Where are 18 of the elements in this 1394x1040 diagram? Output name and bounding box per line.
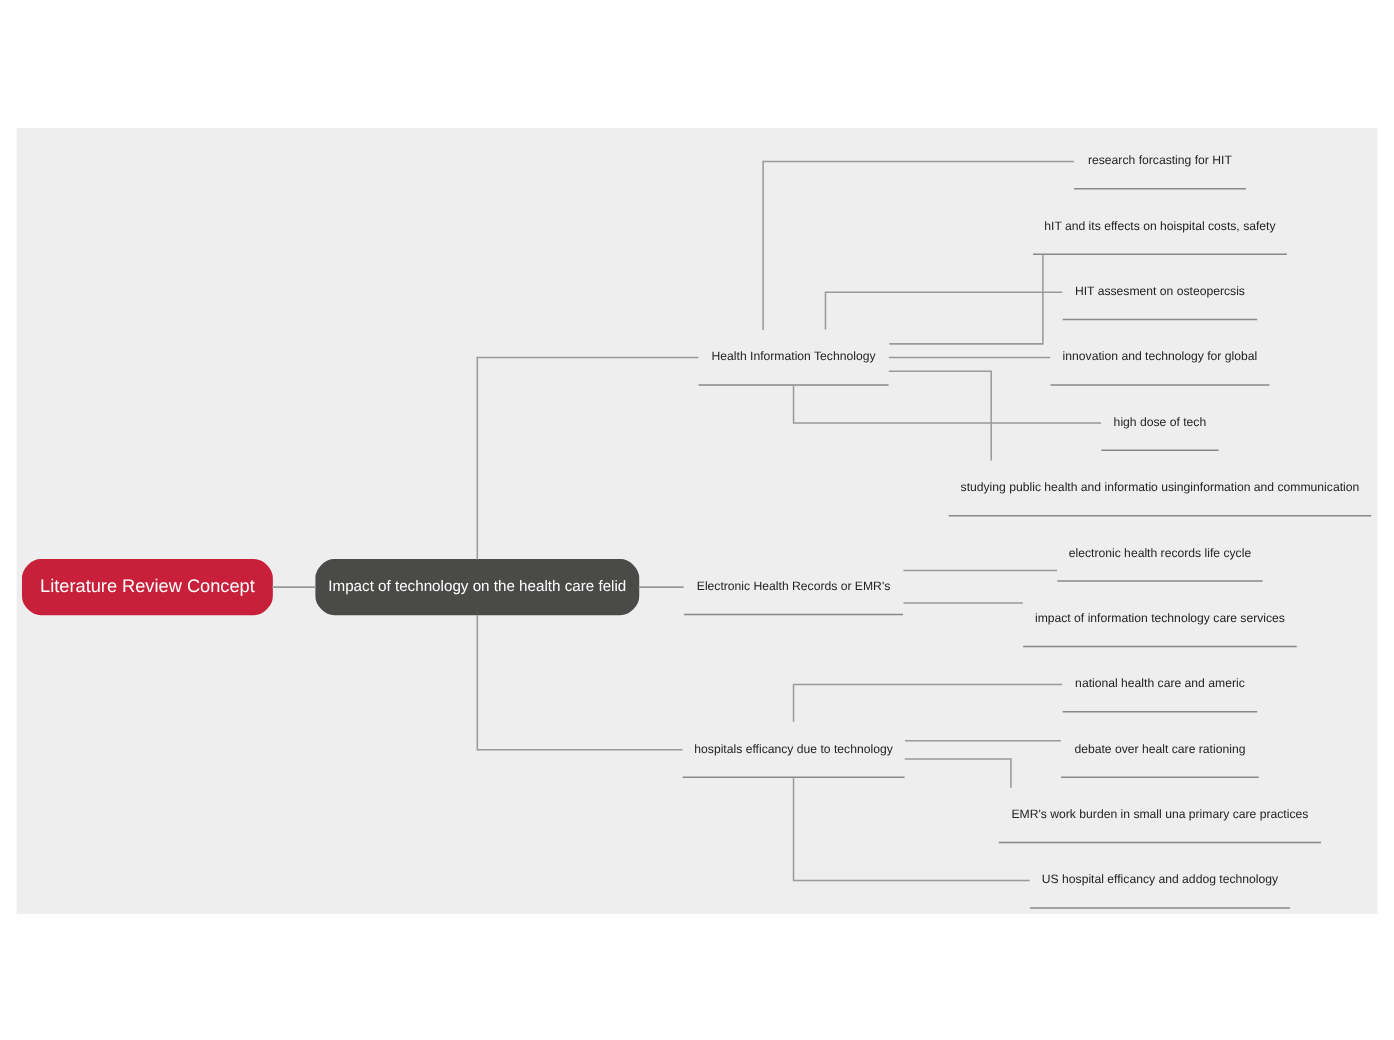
connector xyxy=(792,383,1102,423)
connector xyxy=(888,355,1051,358)
connector xyxy=(792,775,1031,881)
connector xyxy=(762,159,1075,330)
connector xyxy=(902,568,1058,571)
connector xyxy=(902,601,1024,603)
connector xyxy=(476,355,699,560)
node-box: Impact of technology on the health care felid xyxy=(315,558,640,615)
connector xyxy=(824,290,1064,330)
connector xyxy=(888,369,992,461)
connector xyxy=(792,682,1063,722)
connector xyxy=(888,252,1044,344)
connector xyxy=(904,757,1012,788)
connector xyxy=(271,585,317,587)
connector xyxy=(476,612,684,750)
connector xyxy=(637,585,685,587)
node-box: Literature Review Concept xyxy=(21,558,273,615)
connector xyxy=(904,738,1062,741)
